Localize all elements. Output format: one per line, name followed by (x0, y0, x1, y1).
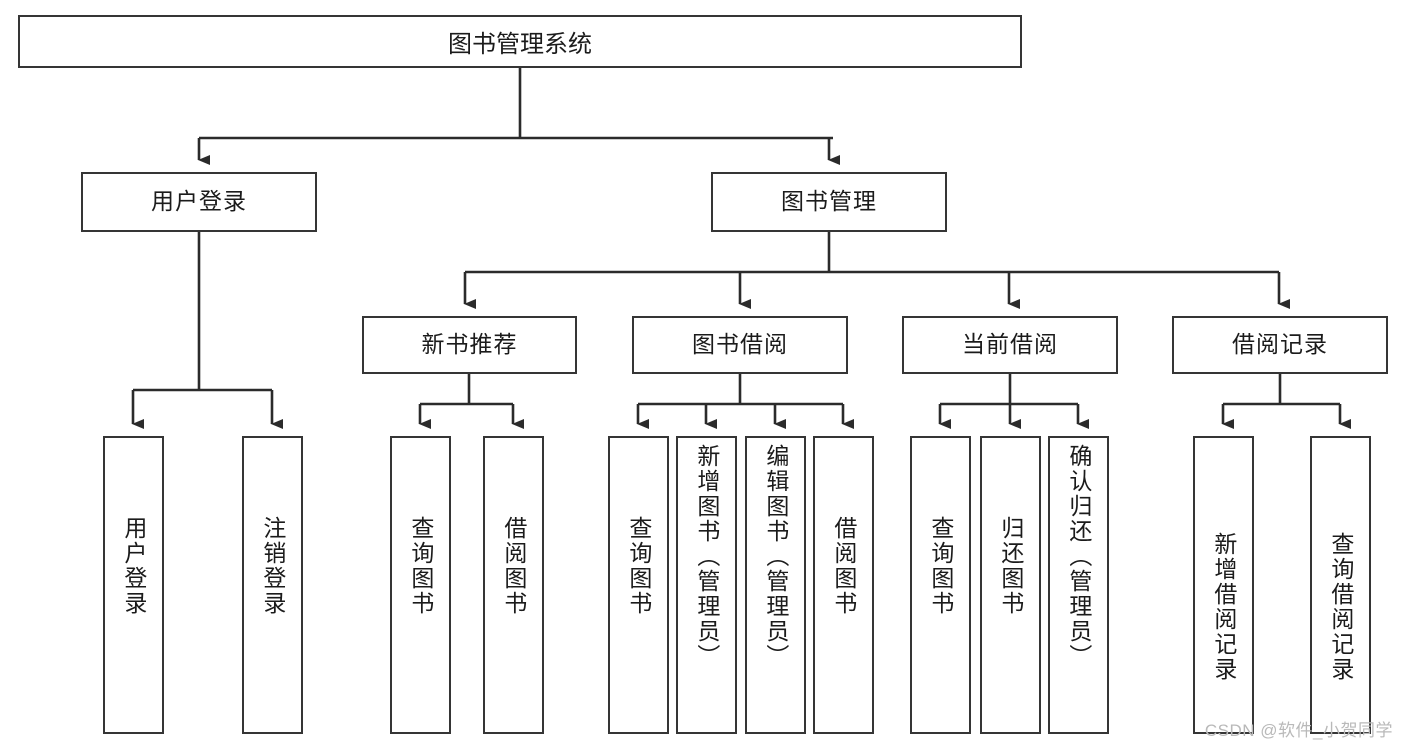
node-label: 确认归还（管理员） (1065, 444, 1092, 669)
leaf-recommend-query-book[interactable]: 查询图书 (390, 436, 451, 734)
leaf-current-confirm-return-admin[interactable]: 确认归还（管理员） (1048, 436, 1109, 734)
node-current-borrow[interactable]: 当前借阅 (902, 316, 1118, 374)
leaf-borrow-query-book[interactable]: 查询图书 (608, 436, 669, 734)
leaf-recommend-borrow-book[interactable]: 借阅图书 (483, 436, 544, 734)
leaf-record-add-record[interactable]: 新增借阅记录 (1193, 436, 1254, 734)
leaf-current-return-book[interactable]: 归还图书 (980, 436, 1041, 734)
leaf-borrow-borrow-book[interactable]: 借阅图书 (813, 436, 874, 734)
node-book-management[interactable]: 图书管理 (711, 172, 947, 232)
node-label: 编辑图书（管理员） (762, 444, 789, 669)
leaf-current-query-book[interactable]: 查询图书 (910, 436, 971, 734)
node-root-system[interactable]: 图书管理系统 (18, 15, 1022, 68)
node-label: 图书管理系统 (448, 31, 592, 58)
node-user-login[interactable]: 用户登录 (81, 172, 317, 232)
node-borrow-record[interactable]: 借阅记录 (1172, 316, 1388, 374)
node-label: 查询借阅记录 (1327, 532, 1354, 682)
leaf-borrow-add-book-admin[interactable]: 新增图书（管理员） (676, 436, 737, 734)
node-label: 新书推荐 (421, 331, 518, 358)
node-label: 当前借阅 (962, 331, 1058, 358)
node-label: 图书管理 (781, 188, 877, 215)
node-label: 查询图书 (625, 516, 652, 616)
csdn-watermark: CSDN @软件_小贺同学 (1204, 721, 1393, 740)
leaf-user-login-signin[interactable]: 用户登录 (103, 436, 164, 734)
node-label: 借阅图书 (830, 516, 857, 616)
node-book-borrow[interactable]: 图书借阅 (632, 316, 848, 374)
leaf-user-login-signout[interactable]: 注销登录 (242, 436, 303, 734)
node-label: 归还图书 (997, 516, 1024, 616)
node-label: 注销登录 (259, 516, 286, 616)
leaf-borrow-edit-book-admin[interactable]: 编辑图书（管理员） (745, 436, 806, 734)
node-label: 借阅记录 (1232, 331, 1328, 358)
node-label: 查询图书 (927, 516, 954, 616)
node-label: 用户登录 (151, 188, 247, 215)
node-label: 新增图书（管理员） (693, 444, 720, 669)
node-label: 图书借阅 (692, 331, 788, 358)
node-label: 借阅图书 (500, 516, 527, 616)
node-label: 用户登录 (120, 516, 147, 616)
node-label: 新增借阅记录 (1210, 532, 1237, 682)
leaf-record-query-record[interactable]: 查询借阅记录 (1310, 436, 1371, 734)
node-label: 查询图书 (407, 516, 434, 616)
node-new-book-recommend[interactable]: 新书推荐 (362, 316, 577, 374)
